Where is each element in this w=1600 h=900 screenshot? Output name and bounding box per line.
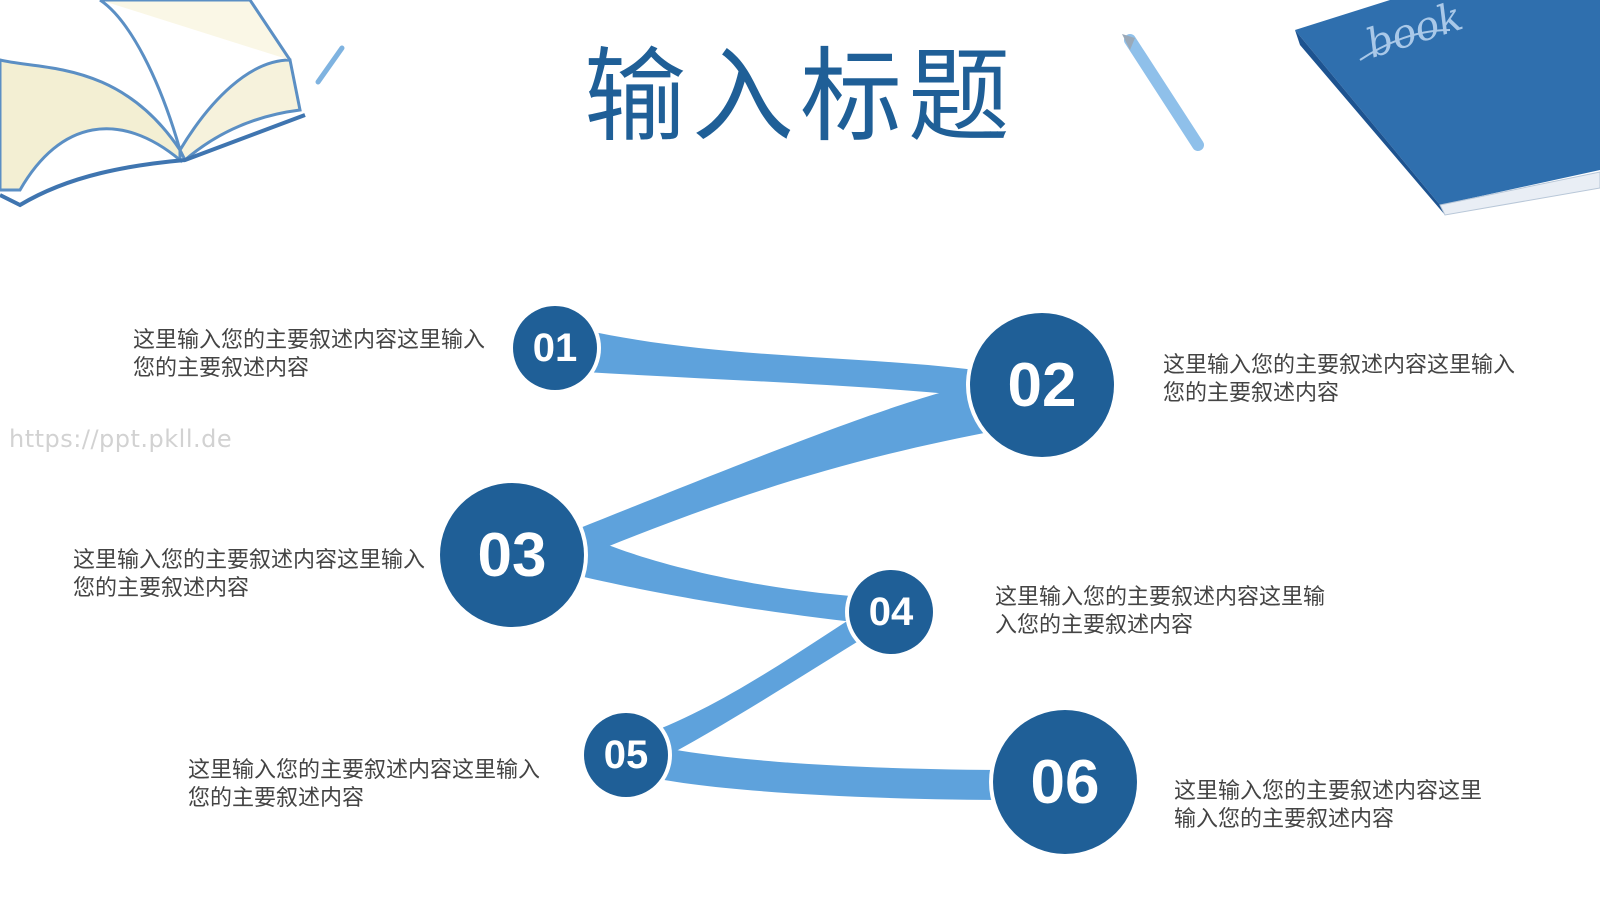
ribbon-04-05	[630, 600, 885, 770]
step-number: 06	[1030, 747, 1100, 817]
open-book-illustration	[0, 0, 306, 208]
step-circle-01: 01	[513, 306, 597, 390]
ribbon-03-04	[575, 530, 880, 625]
step-number: 05	[603, 732, 649, 777]
fountain-pen-illustration	[1122, 34, 1204, 151]
step-desc-06: 这里输入您的主要叙述内容这里输入您的主要叙述内容	[1174, 779, 1483, 832]
step-circle-03: 03	[440, 483, 584, 627]
step-circle-05: 05	[584, 713, 668, 797]
step-desc-01: 这里输入您的主要叙述内容这里输入您的主要叙述内容	[133, 328, 486, 381]
step-circle-02: 02	[970, 313, 1114, 457]
step-number: 02	[1007, 350, 1077, 420]
step-number: 01	[532, 325, 578, 370]
ribbon-05-06	[630, 740, 1020, 800]
step-number: 04	[868, 589, 914, 634]
ribbon-01-02	[585, 330, 990, 398]
watermark-url: https://ppt.pkll.de	[9, 425, 233, 453]
pen-small-illustration	[315, 45, 345, 85]
step-circle-06: 06	[993, 710, 1137, 854]
connector-ribbons	[575, 330, 1020, 800]
step-desc-05: 这里输入您的主要叙述内容这里输入您的主要叙述内容	[188, 758, 541, 811]
step-circle-04: 04	[849, 570, 933, 654]
step-number: 03	[477, 520, 547, 590]
step-desc-03: 这里输入您的主要叙述内容这里输入您的主要叙述内容	[73, 548, 426, 601]
step-desc-02: 这里输入您的主要叙述内容这里输入您的主要叙述内容	[1163, 353, 1516, 406]
ribbon-02-03	[575, 380, 1000, 560]
step-desc-04: 这里输入您的主要叙述内容这里输入您的主要叙述内容	[995, 585, 1326, 638]
page-title: 输入标题	[584, 38, 1016, 157]
closed-book-illustration	[1295, 0, 1600, 216]
